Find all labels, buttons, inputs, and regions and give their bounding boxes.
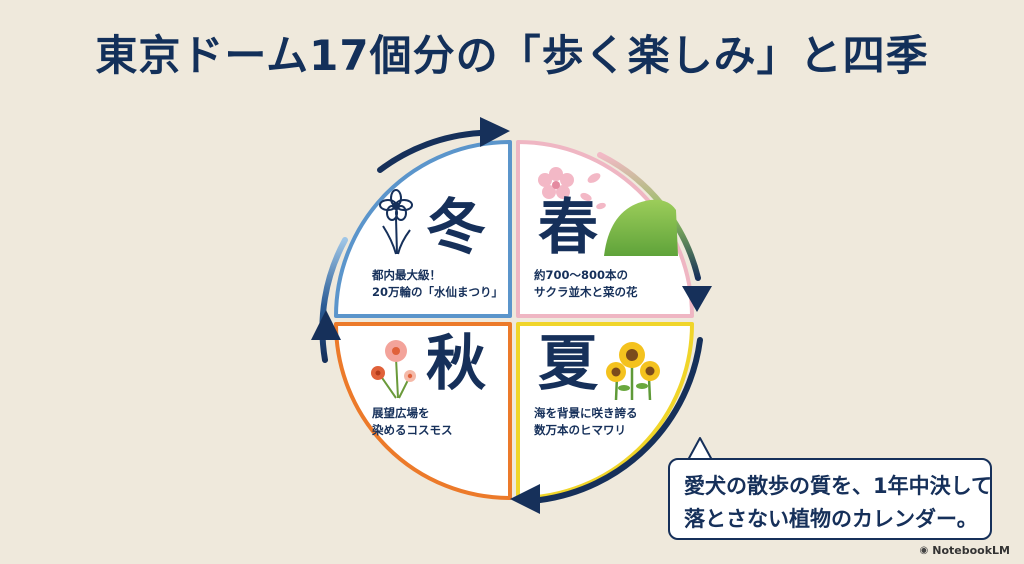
arrowhead-top [480, 117, 510, 147]
arrow-heads [311, 117, 712, 514]
callout-box [668, 458, 992, 540]
daffodil-icon [379, 189, 413, 255]
arrowhead-right [682, 286, 712, 312]
cosmos-icon [371, 340, 416, 399]
callout-line1: 愛犬の散歩の質を、1年中決して [684, 474, 992, 498]
notebooklm-icon: ◉ [919, 545, 929, 556]
arrow-summer-to-autumn [537, 337, 703, 503]
spring-label: 春 [538, 193, 598, 263]
arrow-winter-to-spring [377, 130, 483, 173]
canola-hill-icon [604, 199, 678, 256]
winter-label: 冬 [426, 193, 486, 263]
winter-caption-line2: 20万輪の「水仙まつり」 [372, 285, 504, 299]
arrow-autumn-to-winter [319, 237, 348, 363]
summer-label: 夏 [538, 329, 598, 399]
spring-caption-line1: 約700〜800本の [534, 268, 629, 282]
winter-caption-line1: 都内最大級！ [372, 268, 441, 282]
brand-watermark: ◉ NotebookLM [920, 544, 1010, 557]
callout-line2: 落とさない植物のカレンダー。 [684, 507, 978, 531]
cherry-blossom-icon [538, 167, 606, 210]
summer-caption-line1: 海を背景に咲き誇る [534, 406, 638, 420]
autumn-caption-line2: 染めるコスモス [372, 423, 453, 437]
arrowhead-bottom [510, 484, 540, 514]
brand-label: NotebookLM [932, 544, 1010, 557]
summer-caption-line2: 数万本のヒマワリ [534, 423, 626, 437]
autumn-caption-line1: 展望広場を [372, 406, 430, 420]
callout-text: 愛犬の散歩の質を、1年中決して 落とさない植物のカレンダー。 [684, 470, 992, 536]
autumn-label: 秋 [426, 329, 486, 399]
sunflower-icon [606, 342, 660, 401]
spring-caption-line2: サクラ並木と菜の花 [534, 285, 638, 299]
page-title: 東京ドーム17個分の「歩く楽しみ」と四季 [95, 31, 929, 80]
callout-tail [687, 437, 713, 461]
winter-quadrant [334, 140, 512, 318]
arrowhead-left [311, 310, 341, 340]
